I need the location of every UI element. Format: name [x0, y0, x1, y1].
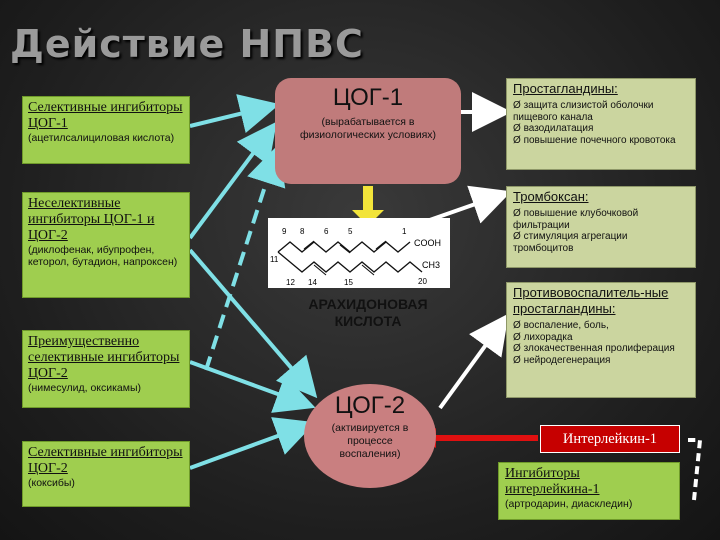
molecule-num-8: 8: [300, 227, 305, 236]
arachidonic-acid-label: АРАХИДОНОВАЯ КИСЛОТА: [308, 296, 428, 329]
prostaglandins-heading: Простагландины:: [513, 81, 618, 96]
cog1-box: ЦОГ-1 (вырабатывается в физиологических …: [275, 78, 461, 184]
proinflammatory-heading: Противовоспалитель-ные простагландины:: [513, 285, 669, 316]
box3-note: (нимесулид, оксикамы): [28, 382, 142, 394]
molecule-num-11: 11: [270, 255, 279, 264]
dashed-arrow-inhibitor-to-il1: [688, 438, 703, 501]
prostaglandins-box: Простагландины: Ø защита слизистой оболо…: [506, 78, 696, 170]
dashed-arrow-box3-to-cog1: [204, 144, 286, 371]
molecule-num-6: 6: [324, 227, 329, 236]
molecule-num-15: 15: [344, 278, 353, 287]
thromboxane-item-2: Ø стимуляция агрегации тромбоцитов: [513, 231, 628, 254]
molecule-skeleton: 9 8 6 5 1 12 14 15 11 20 COOH CH3: [270, 227, 441, 287]
prostaglandins-item-1: Ø защита слизистой оболочки пищевого кан…: [513, 100, 654, 123]
box2-note: (диклофенак, ибупрофен, кеторол, бутадио…: [28, 244, 178, 268]
bullet-icon: Ø: [513, 343, 521, 354]
arrow-to-proinflammatory: [438, 313, 509, 410]
arrow-box4-to-cog2: [189, 417, 316, 470]
prostaglandins-item-3: Ø повышение почечного кровотока: [513, 134, 676, 146]
cog1-title: ЦОГ-1: [332, 84, 404, 111]
arrow-box3-to-cog2: [189, 360, 316, 413]
page-title: Действие НПВС: [10, 22, 364, 66]
thromboxane-box: Тромбоксан: Ø повышение клубочковой филь…: [506, 186, 696, 268]
cog1-subtitle: (вырабатывается в физиологических услови…: [299, 116, 437, 141]
box4-heading: Селективные ингибиторы ЦОГ-2: [28, 445, 183, 476]
box-selective-cox2: Селективные ингибиторы ЦОГ-2 (коксибы): [22, 441, 190, 507]
bullet-icon: Ø: [513, 320, 521, 331]
thromboxane-item-1: Ø повышение клубочковой фильтрации: [513, 208, 639, 231]
cog2-title: ЦОГ-2: [334, 392, 406, 419]
bullet-icon: Ø: [513, 354, 521, 366]
prostaglandins-item-2: Ø вазодилатация: [513, 123, 594, 134]
molecule-num-9: 9: [282, 227, 287, 236]
molecule-ch3: CH3: [422, 260, 440, 270]
bullet-icon: Ø: [513, 123, 521, 134]
box1-note: (ацетилсалициловая кислота): [28, 132, 175, 144]
proinflammatory-item-3: Ø злокачественная пролиферация: [513, 343, 675, 354]
thromboxane-heading: Тромбоксан:: [513, 189, 589, 204]
molecule-num-12: 12: [286, 278, 295, 287]
il1-inhibitors-note: (артродарин, диаскледин): [505, 498, 633, 510]
proinflammatory-item-1: Ø воспаление, боль,: [513, 320, 609, 331]
molecule-cooh: COOH: [414, 238, 441, 248]
arrow-box1-to-cog1: [189, 94, 280, 134]
proinflammatory-item-2: Ø лихорадка: [513, 331, 573, 343]
bullet-icon: Ø: [513, 231, 521, 242]
box4-note: (коксибы): [28, 477, 75, 489]
arrow-to-thromboxane: [423, 185, 512, 224]
box2-heading: Неселективные ингибиторы ЦОГ-1 и ЦОГ-2: [28, 196, 155, 243]
proinflammatory-item-4: Ø нейродегенерация: [513, 354, 611, 366]
box-preferential-cox2: Преимущественно селективные ингибиторы Ц…: [22, 330, 190, 408]
box-nonselective: Неселективные ингибиторы ЦОГ-1 и ЦОГ-2 (…: [22, 192, 190, 298]
box1-heading: Селективные ингибиторы ЦОГ-1: [28, 100, 183, 131]
bullet-icon: Ø: [513, 331, 521, 343]
proinflammatory-box: Противовоспалитель-ные простагландины: Ø…: [506, 282, 696, 398]
arrow-box2-to-cog2: [188, 248, 318, 399]
arachidonic-acid-structure: 9 8 6 5 1 12 14 15 11 20 COOH CH3: [268, 218, 450, 288]
molecule-num-20: 20: [418, 277, 427, 286]
bullet-icon: Ø: [513, 100, 521, 111]
box-selective-cox1: Селективные ингибиторы ЦОГ-1 (ацетилсали…: [22, 96, 190, 164]
cog2-circle: ЦОГ-2 (активируется в процессе воспалени…: [304, 384, 436, 488]
arrow-box2-to-cog1: [188, 121, 277, 240]
bullet-icon: Ø: [513, 134, 521, 146]
il1-inhibitors-heading: Ингибиторы интерлейкина-1: [505, 466, 600, 497]
molecule-num-1: 1: [402, 227, 407, 236]
bullet-icon: Ø: [513, 208, 521, 219]
box3-heading: Преимущественно селективные ингибиторы Ц…: [28, 334, 180, 381]
interleukin-1-label: Интерлейкин-1: [540, 425, 680, 453]
molecule-num-5: 5: [348, 227, 353, 236]
il1-inhibitors-box: Ингибиторы интерлейкина-1 (артродарин, д…: [498, 462, 680, 520]
cog2-subtitle: (активируется в процессе воспаления): [331, 422, 409, 460]
molecule-num-14: 14: [308, 278, 317, 287]
